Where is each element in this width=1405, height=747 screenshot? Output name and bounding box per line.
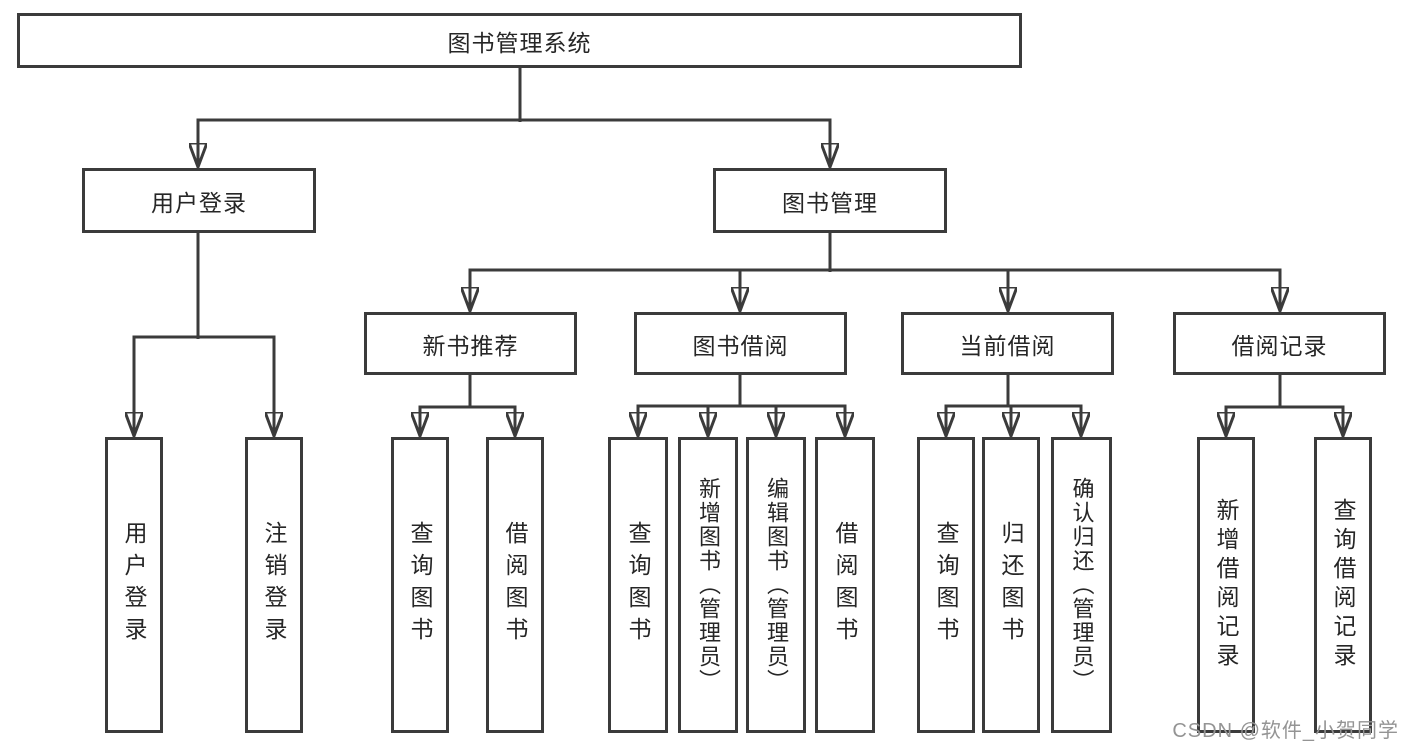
edge-user-login-branch — [134, 335, 274, 436]
node-book-management: 图书管理 — [713, 168, 947, 233]
leaf-current-query-book: 查询图书 — [917, 437, 975, 733]
edge-level3-branch — [470, 268, 1280, 311]
node-book-borrow: 图书借阅 — [634, 312, 847, 375]
leaf-borrow-borrow-book: 借阅图书 — [815, 437, 875, 733]
leaf-current-return-book: 归还图书 — [982, 437, 1040, 733]
csdn-watermark: CSDN @软件_小贺同学 — [1172, 720, 1399, 742]
edge-borrow-branch — [638, 404, 845, 436]
leaf-records-query-record: 查询借阅记录 — [1314, 437, 1372, 733]
edge-records-branch — [1226, 405, 1343, 436]
node-borrow-records: 借阅记录 — [1173, 312, 1386, 375]
node-new-book-recommend: 新书推荐 — [364, 312, 577, 375]
node-current-borrow: 当前借阅 — [901, 312, 1114, 375]
leaf-current-confirm-return-admin: 确认归还（管理员） — [1051, 437, 1112, 733]
leaf-logout: 注销登录 — [245, 437, 303, 733]
edge-current-branch — [946, 404, 1081, 436]
leaf-borrow-edit-book-admin: 编辑图书（管理员） — [746, 437, 806, 733]
leaf-borrow-add-book-admin: 新增图书（管理员） — [678, 437, 738, 733]
edge-level2-branch — [198, 118, 830, 167]
leaf-recommend-borrow-book: 借阅图书 — [486, 437, 544, 733]
node-user-login: 用户登录 — [82, 168, 316, 233]
leaf-borrow-query-book: 查询图书 — [608, 437, 668, 733]
leaf-user-login: 用户登录 — [105, 437, 163, 733]
leaf-records-add-record: 新增借阅记录 — [1197, 437, 1255, 733]
node-root-system: 图书管理系统 — [17, 13, 1022, 68]
edge-recommend-branch — [420, 405, 515, 436]
leaf-recommend-query-book: 查询图书 — [391, 437, 449, 733]
